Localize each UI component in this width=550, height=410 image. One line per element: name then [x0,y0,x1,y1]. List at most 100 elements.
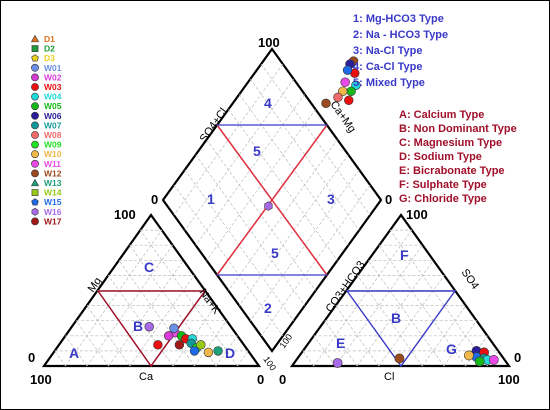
legend-marker-w10 [31,150,39,159]
legend-marker-w15 [31,198,39,206]
water-type-3: 3: Na-Cl Type [353,45,422,57]
legend-label-w11: W11 [44,159,61,169]
water-type-list: 1: Mg-HCO3 Type 2: Na - HCO3 Type 3: Na-… [353,13,448,89]
legend-marker-d1 [30,34,40,43]
legend-marker-w17 [31,217,39,226]
zone-label-2: 2 [264,300,272,316]
legend-marker-w03 [31,83,39,91]
corner-label-left-0: 0 [28,350,35,365]
axis-label-na-k: Na+K [197,287,223,317]
legend-marker-w02 [31,73,39,82]
legend-marker-w09 [31,140,39,149]
legend-label-w06: W06 [44,111,62,121]
cation-triangle: C B A D Mg Na+K Ca 0 100 0 100 100 [28,207,278,387]
axis-label-cl: Cl [384,371,394,383]
water-type-4: 4: Ca-Cl Type [353,61,422,73]
cation-point [163,331,174,341]
diamond-point [342,65,353,75]
anion-point [488,355,499,365]
zone-label-1: 1 [207,191,215,207]
class-f: F: Sulphate Type [399,179,487,191]
corner-label-right-top-100: 100 [406,207,428,222]
sample-legend: D1D2D3W01W02W03W04W05W06W07W08W09W10W11W… [30,34,62,226]
cation-point [174,340,185,350]
cation-point [144,322,154,332]
zone-label-5-top: 5 [253,143,261,159]
corner-label-right-bottom-0: 0 [279,372,286,387]
legend-label-w03: W03 [44,82,62,92]
legend-label-w15: W15 [44,197,62,207]
anion-triangle: F B E G CO3+HCO3 SO4 Cl 0 100 0 100 100 [277,207,521,387]
corner-label-diamond-left: 0 [151,192,158,207]
class-b: B: Non Dominant Type [399,123,517,135]
water-type-2: 2: Na - HCO3 Type [353,29,448,41]
cation-sample-points [144,322,223,358]
legend-marker-w13 [30,178,40,187]
legend-label-d1: D1 [44,34,55,44]
corner-label-right-bottom-100: 100 [498,372,520,387]
diamond-field: 4 5 1 3 5 2 SO4+Cl Ca+Mg 100 0 0 [151,35,392,353]
cation-point [169,323,179,333]
zone-label-e: E [336,335,345,351]
corner-label-left-100: 100 [30,372,52,387]
legend-marker-d3 [31,54,39,62]
anion-point [394,353,405,364]
axis-label-ca-mg: Ca+Mg [328,99,358,135]
zone-label-a: A [69,345,79,361]
corner-label-small-100-left: 100 [261,354,278,372]
axis-label-mg: Mg [86,275,105,294]
zone-label-g: G [446,341,457,357]
class-d: D: Sodium Type [399,151,482,163]
legend-label-w16: W16 [44,207,62,217]
legend-marker-w07 [31,121,39,130]
legend-label-w05: W05 [44,101,62,111]
zone-label-f: F [400,247,409,263]
class-c: C: Magnesium Type [399,137,502,149]
axis-label-ca: Ca [139,371,154,383]
legend-label-d3: D3 [44,53,55,63]
legend-label-w09: W09 [44,140,62,150]
corner-label-diamond-right: 0 [385,192,392,207]
zone-label-3: 3 [327,191,335,207]
corner-label-left-top-100: 100 [114,207,136,222]
diamond-red-line-2 [216,124,328,276]
cation-point [213,346,223,356]
legend-label-w12: W12 [44,168,62,178]
diamond-point [340,77,350,87]
legend-marker-w01 [31,63,39,72]
water-type-5: 5: Mixed Type [353,77,425,89]
legend-marker-w08 [31,131,39,139]
legend-marker-w04 [31,92,39,101]
diamond-sample-points [264,56,361,211]
anion-point [332,358,343,368]
legend-label-w01: W01 [44,63,62,73]
corner-label-right-0: 0 [514,350,521,365]
legend-label-w13: W13 [44,178,62,188]
cation-point [196,340,206,350]
corner-label-left-bottom-0: 0 [257,372,264,387]
corner-label-diamond-top: 100 [258,35,280,50]
legend-marker-w11 [31,159,39,168]
diamond-outline [161,47,383,353]
zone-label-5-bottom: 5 [271,245,279,261]
axis-label-so4: SO4 [459,267,481,292]
class-g: G: Chloride Type [399,193,487,205]
legend-marker-w14 [31,189,39,196]
cation-point [203,347,214,358]
cation-grid [54,229,249,367]
legend-marker-w12 [31,169,39,178]
legend-label-d2: D2 [44,44,55,54]
anion-class-lines [345,290,457,368]
cation-point [153,340,163,350]
anion-point [474,356,485,367]
legend-label-w08: W08 [44,130,62,140]
zone-label-d: D [225,345,235,361]
anion-sample-points [332,345,499,368]
water-type-1: 1: Mg-HCO3 Type [353,13,444,25]
zone-label-b-anion: B [391,310,401,326]
diamond-point [333,92,343,103]
class-a: A: Calcium Type [399,109,484,121]
legend-marker-w05 [31,102,39,111]
anion-point [463,350,474,361]
